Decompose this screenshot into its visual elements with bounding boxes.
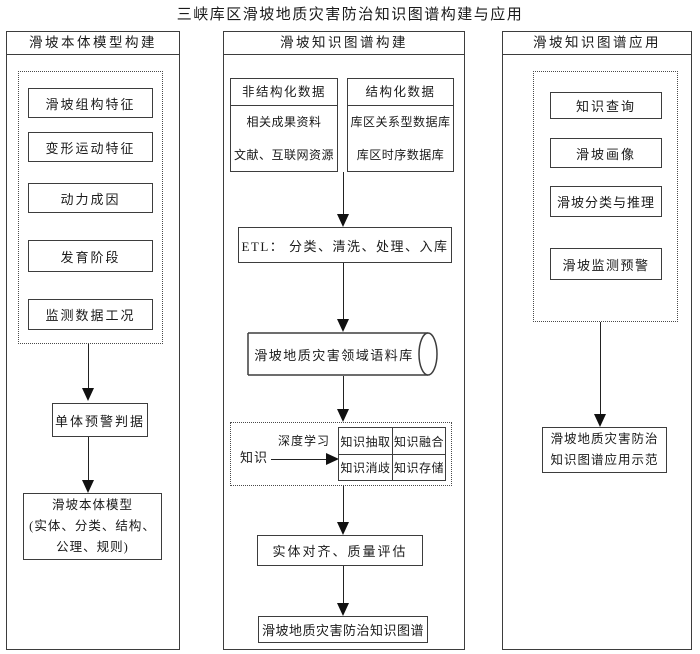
down-arrow-icon: [337, 603, 349, 616]
connector-line: [88, 437, 89, 480]
unstructured-data-title: 非结构化数据: [231, 79, 337, 106]
feature-box-deformation: 变形运动特征: [28, 132, 153, 162]
structured-data-box: 结构化数据 库区关系型数据库 库区时序数据库: [347, 78, 454, 172]
connector-line: [271, 459, 327, 460]
ontology-model-line1: 滑坡本体模型: [51, 498, 133, 512]
down-arrow-icon: [594, 414, 606, 427]
connector-line: [600, 322, 601, 414]
connector-line: [88, 344, 89, 388]
application-demo-box: 滑坡地质灾害防治 知识图谱应用示范: [542, 427, 667, 473]
application-demo-line1: 滑坡地质灾害防治: [550, 432, 659, 446]
down-arrow-icon: [337, 409, 349, 422]
feature-box-dynamics: 动力成因: [28, 183, 153, 213]
panel-ontology-model-header: 滑坡本体模型构建: [7, 32, 179, 55]
ontology-feature-group: [18, 71, 163, 344]
structured-data-row: 库区时序数据库: [356, 148, 445, 162]
knowledge-task-extraction: 知识抽取: [340, 434, 391, 449]
app-box-portrait: 滑坡画像: [550, 138, 662, 168]
knowledge-task-storage: 知识存储: [392, 454, 445, 480]
panel-kg-construction-header: 滑坡知识图谱构建: [224, 32, 464, 55]
deep-learning-group: [230, 422, 452, 486]
app-box-query: 知识查询: [550, 92, 662, 119]
deep-learning-label: 深度学习: [278, 434, 331, 448]
connector-line: [343, 376, 344, 409]
corpus-cylinder-label: 滑坡地质灾害领域语料库: [254, 347, 414, 363]
feature-box-stage: 发育阶段: [28, 240, 153, 272]
app-box-classification: 滑坡分类与推理: [550, 186, 662, 217]
connector-line: [343, 263, 344, 319]
connector-line: [343, 566, 344, 603]
alignment-box: 实体对齐、质量评估: [257, 535, 423, 566]
right-arrow-icon: [326, 453, 339, 465]
panel-kg-application-header: 滑坡知识图谱应用: [503, 32, 691, 55]
down-arrow-icon: [337, 214, 349, 227]
down-arrow-icon: [82, 480, 94, 493]
knowledge-task-grid: 知识抽取 知识融合 知识消歧 知识存储: [338, 427, 446, 481]
app-box-warning: 滑坡监测预警: [550, 248, 662, 280]
unstructured-data-row: 相关成果资料: [246, 115, 322, 129]
etl-box: ETL： 分类、清洗、处理、入库: [238, 227, 452, 263]
ontology-model-line3: 公理、规则): [56, 540, 129, 554]
structured-data-row: 库区关系型数据库: [350, 115, 451, 129]
unstructured-data-box: 非结构化数据 相关成果资料 文献、互联网资源: [230, 78, 338, 172]
feature-box-structure: 滑坡组构特征: [28, 88, 153, 118]
knowledge-task-disambiguation: 知识消歧: [339, 454, 392, 480]
structured-data-title: 结构化数据: [348, 79, 453, 106]
application-demo-line2: 知识图谱应用示范: [550, 453, 659, 467]
knowledge-label: 知识: [240, 450, 269, 465]
connector-line: [343, 486, 344, 522]
diagram-title: 三峡库区滑坡地质灾害防治知识图谱构建与应用: [176, 7, 524, 23]
kg-result-box: 滑坡地质灾害防治知识图谱: [258, 616, 428, 643]
corpus-cylinder-shape: [247, 332, 438, 376]
down-arrow-icon: [337, 319, 349, 332]
down-arrow-icon: [82, 388, 94, 401]
warning-criteria-box: 单体预警判据: [52, 403, 148, 437]
ontology-model-box: 滑坡本体模型 (实体、分类、结构、 公理、规则): [23, 493, 162, 560]
knowledge-task-fusion: 知识融合: [392, 428, 445, 454]
unstructured-data-row: 文献、互联网资源: [233, 148, 334, 162]
connector-line: [343, 172, 344, 214]
down-arrow-icon: [337, 522, 349, 535]
ontology-model-line2: (实体、分类、结构、: [29, 519, 156, 533]
application-group: [533, 71, 678, 322]
feature-box-monitoring: 监测数据工况: [28, 299, 153, 330]
